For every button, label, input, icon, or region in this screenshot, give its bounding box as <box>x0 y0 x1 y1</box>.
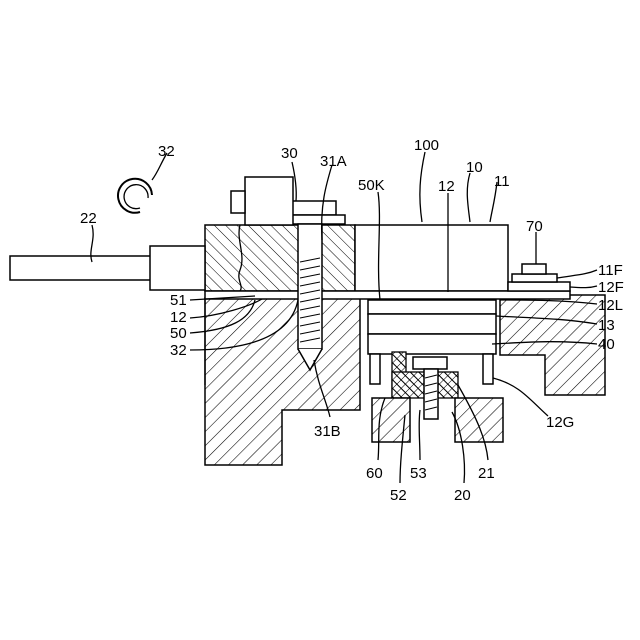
leg-right <box>483 354 493 384</box>
label-40: 40 <box>598 336 615 353</box>
label-51: 51 <box>170 292 187 309</box>
layer-13 <box>368 300 496 314</box>
label-20: 20 <box>454 487 471 504</box>
screw-head-20 <box>413 357 447 369</box>
shaft-22 <box>10 256 155 280</box>
label-12-left: 12 <box>170 309 187 326</box>
label-12F: 12F <box>598 279 624 296</box>
snap-ring-32-inner <box>124 185 148 209</box>
plate-12F <box>508 282 570 291</box>
clamp-block <box>245 177 293 225</box>
label-30: 30 <box>281 145 298 162</box>
snap-ring-32 <box>118 179 152 213</box>
label-10: 10 <box>466 159 483 176</box>
cap-block-left <box>205 225 355 291</box>
layer-13b <box>368 314 496 334</box>
label-12G: 12G <box>546 414 574 431</box>
label-50: 50 <box>170 325 187 342</box>
label-12-top: 12 <box>438 178 455 195</box>
plate-12 <box>205 291 570 299</box>
layer-40 <box>368 334 496 354</box>
label-11: 11 <box>494 173 510 190</box>
label-60: 60 <box>366 465 383 482</box>
cap-body <box>355 225 508 291</box>
label-13: 13 <box>598 317 615 334</box>
label-53: 53 <box>410 465 427 482</box>
leg-left <box>370 354 380 384</box>
lower-block-right <box>455 398 503 442</box>
label-31A: 31A <box>320 153 347 170</box>
label-11F: 11F <box>598 262 623 279</box>
clamp-screw <box>231 191 245 213</box>
nut-70-base <box>512 274 557 282</box>
shaft-22-collar <box>150 246 205 290</box>
bolt-head-30 <box>290 201 336 215</box>
label-70: 70 <box>526 218 543 235</box>
label-12L: 12L <box>598 297 623 314</box>
label-100: 100 <box>414 137 439 154</box>
label-21: 21 <box>478 465 495 482</box>
label-22: 22 <box>80 210 97 227</box>
label-32-left: 32 <box>170 342 187 359</box>
label-31B: 31B <box>314 423 341 440</box>
label-52: 52 <box>390 487 407 504</box>
label-50K: 50K <box>358 177 385 194</box>
right-base-block <box>500 295 605 395</box>
label-32-top: 32 <box>158 143 175 160</box>
nut-70-top <box>522 264 546 274</box>
